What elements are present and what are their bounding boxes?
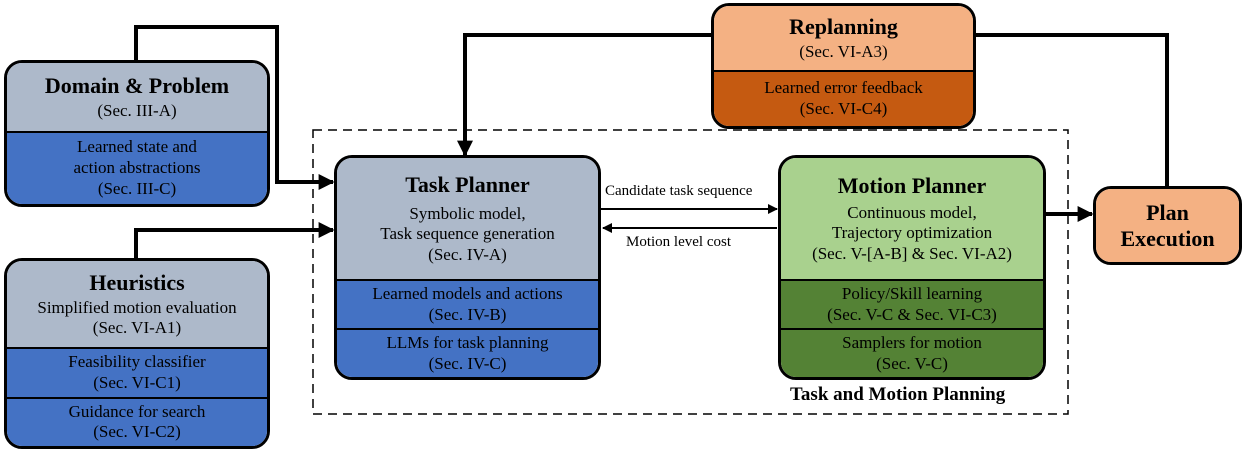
learned-abstractions-section: Learned state and action abstractions (S… (7, 131, 267, 204)
motion-planner-line1: Continuous model, (847, 202, 977, 222)
plan-execution-body: Plan Execution (1096, 189, 1239, 262)
samplers-ref: (Sec. V-C) (876, 353, 948, 373)
task-planner-header: Task Planner Symbolic model, Task sequen… (337, 158, 598, 279)
plan-execution-line1: Plan (1146, 200, 1189, 226)
heuristics-title: Heuristics (89, 269, 185, 295)
feasibility-classifier-label: Feasibility classifier (68, 352, 206, 372)
learned-abstractions-ref: (Sec. III-C) (97, 178, 177, 198)
llm-label: LLMs for task planning (386, 332, 549, 352)
edge-heuristics-to-task (134, 222, 335, 258)
error-feedback-label: Learned error feedback (764, 78, 923, 98)
replanning-box: Replanning (Sec. VI-A3) Learned error fe… (711, 3, 976, 129)
policy-skill-section: Policy/Skill learning (Sec. V-C & Sec. V… (781, 279, 1043, 328)
learned-abstractions-line1: Learned state and (77, 137, 197, 157)
guidance-section: Guidance for search (Sec. VI-C2) (7, 396, 267, 446)
task-planner-line2: Task sequence generation (380, 224, 555, 244)
guidance-label: Guidance for search (68, 401, 206, 421)
task-planner-ref: (Sec. IV-A) (428, 245, 507, 265)
learned-abstractions-line2: action abstractions (73, 158, 201, 178)
policy-skill-label: Policy/Skill learning (841, 283, 983, 303)
replanning-title: Replanning (789, 14, 898, 40)
learned-models-ref: (Sec. IV-B) (428, 304, 507, 324)
heuristics-header: Heuristics Simplified motion evaluation … (7, 261, 267, 347)
motion-planner-box: Motion Planner Continuous model, Traject… (778, 155, 1046, 380)
tamp-frame (312, 129, 1069, 415)
motion-planner-ref: (Sec. V-[A-B] & Sec. VI-A2) (812, 244, 1012, 264)
heuristics-box: Heuristics Simplified motion evaluation … (4, 258, 270, 449)
policy-skill-ref: (Sec. V-C & Sec. VI-C3) (827, 304, 997, 324)
llm-ref: (Sec. IV-C) (428, 353, 507, 373)
learned-models-label: Learned models and actions (372, 283, 563, 303)
task-planner-box: Task Planner Symbolic model, Task sequen… (334, 155, 601, 380)
motion-planner-header: Motion Planner Continuous model, Traject… (781, 158, 1043, 279)
edge-domain-to-task (134, 25, 335, 190)
llm-section: LLMs for task planning (Sec. IV-C) (337, 328, 598, 377)
task-planner-title: Task Planner (405, 172, 530, 198)
plan-execution-line2: Execution (1120, 225, 1215, 251)
edge-replanning-to-task (457, 33, 712, 157)
task-planner-line1: Symbolic model, (409, 203, 526, 223)
heuristics-subtitle: Simplified motion evaluation (37, 297, 237, 317)
plan-execution-box: Plan Execution (1093, 186, 1242, 265)
error-feedback-ref: (Sec. VI-C4) (799, 99, 888, 118)
guidance-ref: (Sec. VI-C2) (93, 422, 181, 442)
motion-planner-line2: Trajectory optimization (831, 223, 993, 243)
domain-problem-header: Domain & Problem (Sec. III-A) (7, 63, 267, 131)
feasibility-classifier-ref: (Sec. VI-C1) (93, 372, 181, 392)
domain-problem-ref: (Sec. III-A) (97, 100, 177, 120)
replanning-ref: (Sec. VI-A3) (799, 41, 888, 61)
domain-problem-box: Domain & Problem (Sec. III-A) Learned st… (4, 60, 270, 207)
error-feedback-section: Learned error feedback (Sec. VI-C4) (714, 70, 973, 126)
domain-problem-title: Domain & Problem (44, 73, 230, 99)
samplers-label: Samplers for motion (842, 332, 982, 352)
motion-level-cost-label: Motion level cost (626, 234, 731, 250)
feasibility-classifier-section: Feasibility classifier (Sec. VI-C1) (7, 347, 267, 397)
tamp-frame-label: Task and Motion Planning (790, 384, 1006, 405)
replanning-header: Replanning (Sec. VI-A3) (714, 6, 973, 70)
motion-planner-title: Motion Planner (837, 173, 987, 199)
edge-execution-to-replanning (976, 33, 1169, 186)
heuristics-ref: (Sec. VI-A1) (92, 318, 182, 338)
samplers-section: Samplers for motion (Sec. V-C) (781, 328, 1043, 377)
learned-models-section: Learned models and actions (Sec. IV-B) (337, 279, 598, 328)
candidate-task-sequence-label: Candidate task sequence (605, 183, 753, 199)
